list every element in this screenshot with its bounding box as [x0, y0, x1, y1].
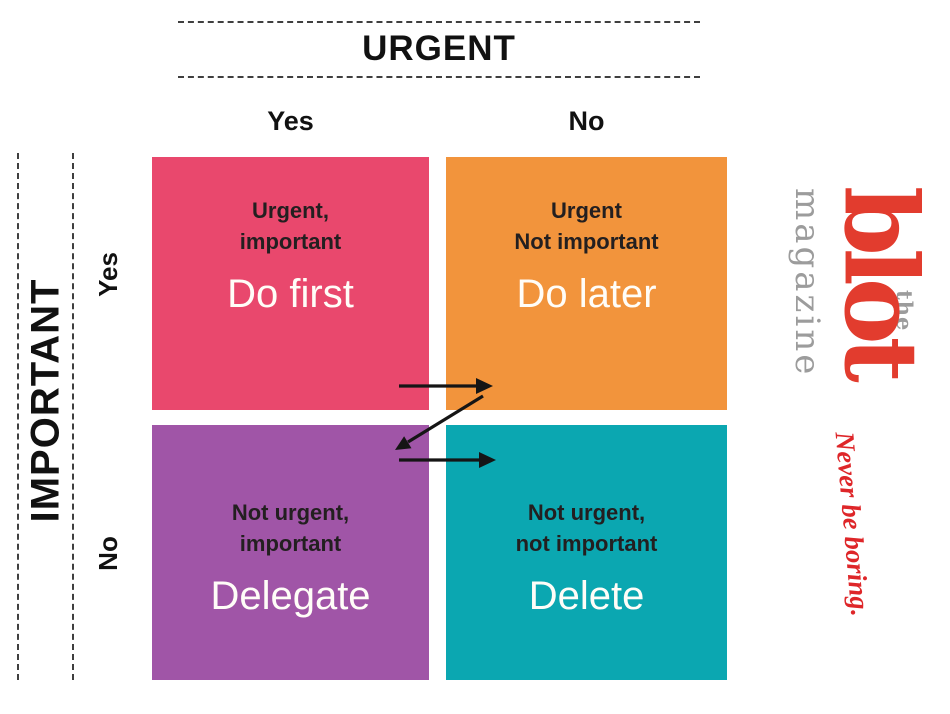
urgent-axis-bottom-dashed-line: [178, 76, 700, 78]
quadrant-subtitle: Urgent: [551, 198, 622, 223]
important-yes-row-header-wrap: Yes: [82, 241, 134, 307]
quadrant-subtitle: important: [239, 229, 342, 254]
quadrant-title: Do later: [516, 272, 657, 316]
theblot-magazine-logo-inner: the blot magazine: [787, 186, 940, 378]
quadrant-subtitle: Not urgent,: [231, 500, 350, 525]
quadrant-do-first: Urgent, important Do first: [152, 157, 429, 410]
logo-blot-text: blot: [822, 186, 940, 375]
quadrant-delegate: Not urgent, important Delegate: [152, 425, 429, 680]
important-no-row-header: No: [92, 535, 123, 571]
tagline-wrap: Never be boring.: [825, 412, 879, 636]
quadrant-title: Do first: [227, 272, 354, 316]
important-axis-left-dashed-line: [17, 153, 19, 680]
important-axis-title: IMPORTANT: [23, 278, 68, 522]
urgent-axis-top-dashed-line: [178, 21, 700, 23]
theblot-magazine-logo: the blot magazine: [787, 186, 940, 378]
quadrant-delete: Not urgent, not important Delete: [446, 425, 727, 680]
urgent-axis-title: URGENT: [362, 29, 516, 68]
important-no-row-header-wrap: No: [82, 520, 134, 586]
quadrant-title: Delete: [528, 574, 645, 618]
important-axis-right-dashed-line: [72, 153, 74, 680]
quadrant-title: Delegate: [210, 574, 371, 618]
urgent-yes-column-header: Yes: [267, 106, 314, 136]
quadrant-subtitle: Not urgent,: [527, 500, 646, 525]
urgent-no-column-header: No: [568, 106, 605, 136]
quadrant-subtitle: Not important: [514, 229, 659, 254]
logo-magazine-text: magazine: [787, 188, 827, 378]
tagline-text: Never be boring.: [829, 430, 876, 618]
quadrant-subtitle: Urgent,: [252, 198, 329, 223]
quadrant-do-later: Urgent Not important Do later: [446, 157, 727, 410]
quadrant-subtitle: important: [239, 531, 342, 556]
important-yes-row-header: Yes: [92, 251, 123, 297]
quadrant-subtitle: not important: [515, 531, 658, 556]
important-axis-title-wrap: IMPORTANT: [16, 250, 76, 550]
